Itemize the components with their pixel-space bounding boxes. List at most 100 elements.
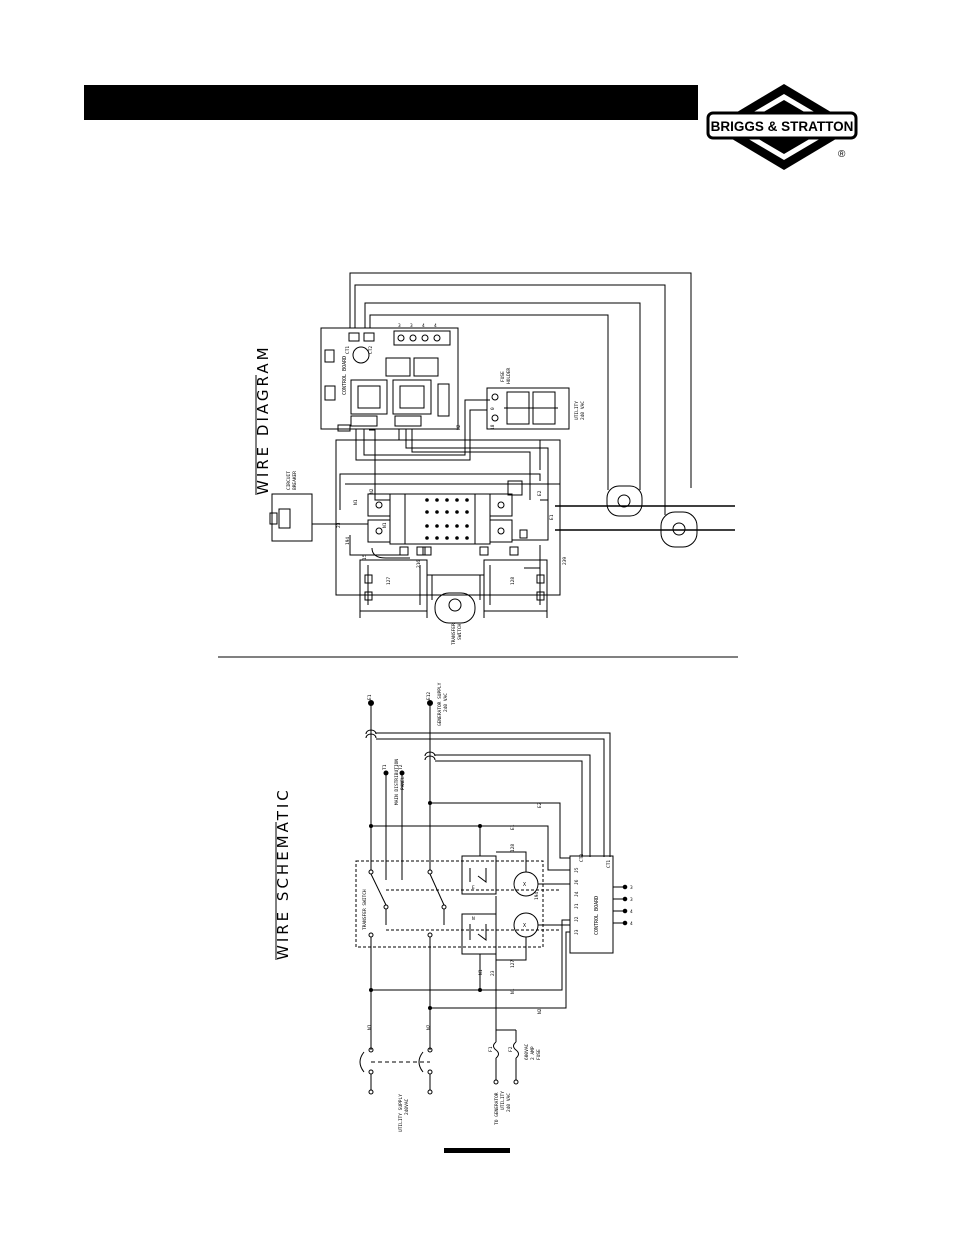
ct1-lead-inner [354,284,666,515]
fuse-holder: FUSE HOLDER UTILITY 240 VAC [486,367,586,430]
wire-239 [524,545,541,569]
wire-n2 [430,931,570,1009]
label-t1: T1 [382,764,388,770]
wire-15 [349,535,406,556]
schematic-control-board: CONTROL BOARD CT2 CT1 J3 J2 J1 J4 J6 J5 … [569,854,633,954]
wire-diagram-labels: N2 N2 N1 N1 E2 E1 23 127 128 194 239 0 1… [336,407,568,585]
label-e1: E1 [549,514,555,520]
label-15: 15 [362,554,368,560]
main-distribution-label-1: MAIN DISTRIBUTION [394,759,400,805]
label-23b: 23 [490,970,496,976]
label-f2: F2 [508,1046,514,1052]
cb-term-4a: 4 [422,323,425,329]
label-e1-top: E1 [367,694,373,700]
transfer-switch-box [355,860,544,948]
label-f1: F1 [488,1046,494,1052]
label-18: 18 [490,424,496,430]
board-fuse [437,383,450,417]
cb-term-3b: 3 [410,323,413,329]
schematic-ct2-label: CT2 [579,854,585,862]
schematic-ct1-label: CT1 [606,860,612,868]
label-n2: N2 [537,1008,543,1014]
ct2-lead-b [435,760,583,857]
wire-e2 [430,802,570,859]
pin-j5: J5 [574,867,580,873]
pin-j1: J1 [574,903,580,909]
wire-0 [411,429,531,500]
relay-1 [385,357,411,377]
pin-j4: J4 [574,891,580,897]
label-n1b: N1 [478,969,484,975]
pin-j3: J3 [574,929,580,935]
wire-n1 [371,919,570,991]
label-194: 194 [534,892,540,900]
header-bar [84,85,698,120]
label-127: 127 [510,960,516,968]
label-n2-b: N2 [369,488,375,494]
label-216: 216 [416,560,422,568]
main-distribution-label-2: PANEL [400,776,406,790]
fuse-holder-label-1: FUSE [500,371,506,382]
wire-schematic-title: WIRE SCHEMATIC [274,787,292,960]
fuse-rating-1: 600VAC [524,1043,530,1060]
circuit-breaker-label-1: CIRCUIT [286,471,292,490]
circuit-breaker-label-2: BREAKER [292,471,298,490]
connector-j2 [394,415,422,427]
fuse-holder-label-2: HOLDER [506,367,512,384]
ct2-terminal [363,332,375,342]
ct1-terminal [348,332,360,342]
board-capacitor [352,346,370,364]
wire-216 [371,547,410,559]
connector-j1 [350,415,378,427]
wire-n1 [363,399,490,456]
coil-e-label: X [523,882,526,888]
label-127: 127 [386,577,392,585]
to-generator-label-2: UTILITY [500,1091,506,1110]
label-n2: N2 [456,424,462,430]
schematic-control-board-label: CONTROL BOARD [594,896,600,935]
wire-e2 [339,473,541,510]
ct1-lead-outer [349,272,692,488]
pin-j6: J6 [574,879,580,885]
main-distribution-panel: T1 T2 MAIN DISTRIBUTION PANEL [382,759,406,880]
terminal-strip [393,330,451,346]
label-e2: E2 [537,490,543,496]
sch-term-3b: 3 [630,897,633,903]
transfer-switch-label-2: SWITCH [457,623,463,640]
logo-text: BRIGGS & STRATTON [711,119,854,134]
label-t2: T2 [398,764,404,770]
label-128: 128 [510,844,516,852]
transfer-switch-label-1: TRANSFER [451,623,457,645]
ct1-label: CT1 [345,346,351,354]
transformer-2 [392,379,432,415]
fuse-rating-2: 2 AMP [530,1046,536,1060]
to-generator-label-3: 240 VAC [506,1093,512,1112]
label-n1-b: N1 [353,499,359,505]
sch-term-4b: 4 [630,921,633,927]
circuit-breaker: CIRCUIT BREAKER [269,471,313,542]
generator-supply: E1 E12 GENERATOR SUPPLY 240 VAC [367,682,449,870]
transfer-switch-mechanism: TRANSFER SWITCH [359,529,548,645]
transformer-1 [350,379,388,415]
label-e12-top: E12 [426,692,432,700]
label-23: 23 [336,522,342,528]
coil-n-label: X [523,923,526,929]
relay-2 [413,357,439,377]
ct2-coil [424,751,436,761]
sch-term-4a: 4 [630,909,633,915]
label-0: 0 [490,407,496,410]
label-n2-util: N2 [426,1024,432,1030]
label-n1: N1 [510,988,516,994]
briggs-stratton-logo: BRIGGS & STRATTON ® [706,84,858,170]
registered-mark: ® [838,149,846,160]
wire-18 [369,429,390,501]
label-n1: N1 [382,522,388,528]
control-board-label: CONTROL BOARD [342,356,348,395]
board-jumper [324,385,336,401]
cb-term-3a: 3 [398,323,401,329]
ct2-lead-outer [364,302,641,490]
ct2-lead-a [435,754,591,857]
contact-n-label: N [472,916,475,922]
wire-harness-loop [335,439,561,596]
